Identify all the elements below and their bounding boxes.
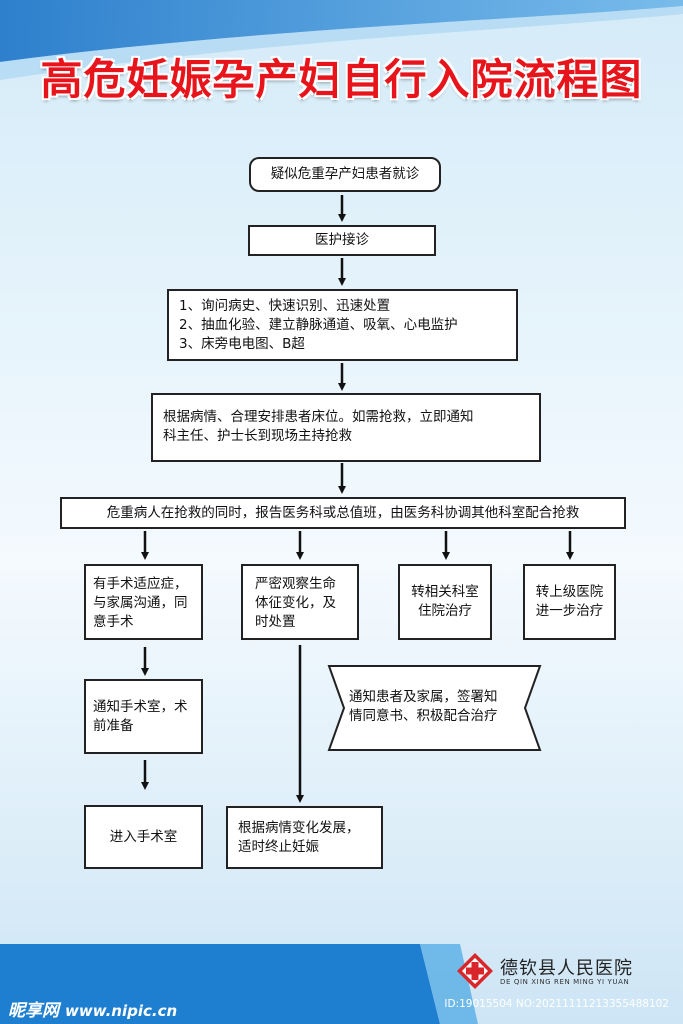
observe-line-2: 体征变化，及	[255, 595, 336, 611]
step-start-text: 疑似危重孕产妇患者就诊	[270, 166, 420, 182]
hospital-name: 德钦县人民医院	[500, 958, 633, 979]
watermark-site-name: 昵享网	[8, 1001, 59, 1021]
notify-family-line-1: 通知患者及家属，签署知	[349, 689, 498, 705]
notify-family-shape	[327, 665, 542, 751]
transfer-up-line-1: 转上级医院	[535, 584, 604, 600]
observe-line-1: 严密观察生命	[255, 576, 336, 592]
step-reception: 医护接诊	[248, 225, 436, 256]
observe-line-3: 时处置	[255, 614, 296, 630]
notify-family-text: 通知患者及家属，签署知 情同意书、积极配合治疗	[349, 688, 525, 726]
step-notify-or: 通知手术室，术 前准备	[84, 679, 203, 754]
step-enter-or-text: 进入手术室	[109, 828, 178, 845]
assess-line-1: 1、询问病史、快速识别、迅速处置	[179, 298, 391, 314]
step-terminate: 根据病情变化发展， 适时终止妊娠	[226, 806, 383, 869]
branch-observe: 严密观察生命 体征变化，及 时处置	[241, 564, 359, 640]
hospital-logo-icon	[457, 953, 493, 989]
notify-or-line-1: 通知手术室，术	[93, 699, 188, 715]
step-report-text: 危重病人在抢救的同时，报告医务科或总值班，由医务科协调其他科室配合抢救	[106, 504, 580, 521]
branch-surgery: 有手术适应症， 与家属沟通，同 意手术	[84, 564, 203, 640]
transfer-up-line-2: 进一步治疗	[535, 603, 604, 619]
step-enter-or: 进入手术室	[84, 805, 203, 869]
branch-transfer-up: 转上级医院 进一步治疗	[523, 564, 616, 640]
hospital-pinyin: DE QIN XING REN MING YI YUAN	[500, 978, 630, 986]
transfer-dept-line-1: 转相关科室	[411, 584, 479, 600]
assess-line-2: 2、抽血化验、建立静脉通道、吸氧、心电监护	[179, 317, 458, 333]
terminate-line-1: 根据病情变化发展，	[238, 820, 360, 836]
assess-line-3: 3、床旁电电图、B超	[179, 336, 305, 352]
watermark-site: 昵享网 www.nipic.cn	[8, 996, 177, 1021]
page-title: 高危妊娠孕产妇自行入院流程图	[40, 55, 643, 104]
step-report: 危重病人在抢救的同时，报告医务科或总值班，由医务科协调其他科室配合抢救	[60, 497, 626, 529]
notify-family-line-2: 情同意书、积极配合治疗	[349, 708, 498, 724]
branch-transfer-dept: 转相关科室 住院治疗	[398, 564, 492, 640]
arrange-line-2: 科主任、护士长到现场主持抢救	[163, 428, 352, 444]
surgery-line-3: 意手术	[93, 614, 134, 630]
notify-or-line-2: 前准备	[93, 718, 134, 734]
terminate-line-2: 适时终止妊娠	[238, 839, 319, 855]
step-start: 疑似危重孕产妇患者就诊	[249, 157, 441, 192]
watermark-url: www.nipic.cn	[65, 1002, 178, 1020]
step-reception-text: 医护接诊	[315, 232, 369, 248]
watermark-id: ID:19015504 NO:20211111213355488102	[444, 998, 669, 1010]
arrange-line-1: 根据病情、合理安排患者床位。如需抢救，立即通知	[163, 409, 474, 425]
step-assess: 1、询问病史、快速识别、迅速处置 2、抽血化验、建立静脉通道、吸氧、心电监护 3…	[167, 289, 518, 361]
surgery-line-1: 有手术适应症，	[93, 576, 188, 592]
step-arrange: 根据病情、合理安排患者床位。如需抢救，立即通知 科主任、护士长到现场主持抢救	[151, 393, 541, 462]
surgery-line-2: 与家属沟通，同	[93, 595, 188, 611]
transfer-dept-line-2: 住院治疗	[418, 603, 472, 619]
step-notify-family: 通知患者及家属，签署知 情同意书、积极配合治疗	[327, 664, 542, 752]
